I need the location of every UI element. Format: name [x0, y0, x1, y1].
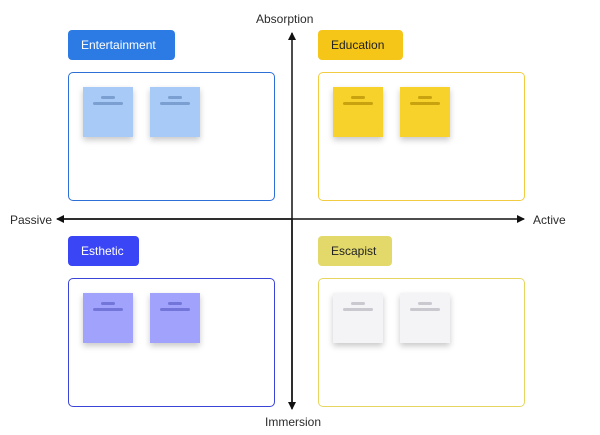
note-line: [351, 96, 365, 99]
tag-entertainment[interactable]: Entertainment: [68, 30, 175, 60]
sticky-note[interactable]: [150, 293, 200, 343]
axis-label-immersion: Immersion: [265, 415, 322, 429]
axis-label-active: Active: [533, 213, 566, 227]
note-line: [93, 102, 123, 105]
sticky-note[interactable]: [333, 293, 383, 343]
axis-label-passive: Passive: [10, 213, 53, 227]
note-line: [410, 308, 440, 311]
sticky-note[interactable]: [83, 87, 133, 137]
note-line: [168, 96, 182, 99]
note-line: [168, 302, 182, 305]
note-line: [93, 308, 123, 311]
tag-escapist[interactable]: Escapist: [318, 236, 392, 266]
quadrant-esthetic[interactable]: [68, 278, 275, 407]
quadrant-escapist[interactable]: [318, 278, 525, 407]
note-line: [101, 96, 115, 99]
note-line: [160, 308, 190, 311]
sticky-note[interactable]: [333, 87, 383, 137]
sticky-note[interactable]: [150, 87, 200, 137]
axis-label-absorption: Absorption: [256, 12, 314, 26]
note-line: [418, 302, 432, 305]
sticky-note[interactable]: [83, 293, 133, 343]
note-line: [343, 308, 373, 311]
sticky-note[interactable]: [400, 293, 450, 343]
note-line: [160, 102, 190, 105]
note-line: [101, 302, 115, 305]
sticky-note[interactable]: [400, 87, 450, 137]
note-line: [343, 102, 373, 105]
quadrant-entertainment[interactable]: [68, 72, 275, 201]
quadrant-education[interactable]: [318, 72, 525, 201]
note-line: [351, 302, 365, 305]
note-line: [418, 96, 432, 99]
tag-esthetic[interactable]: Esthetic: [68, 236, 139, 266]
tag-education[interactable]: Education: [318, 30, 403, 60]
note-line: [410, 102, 440, 105]
